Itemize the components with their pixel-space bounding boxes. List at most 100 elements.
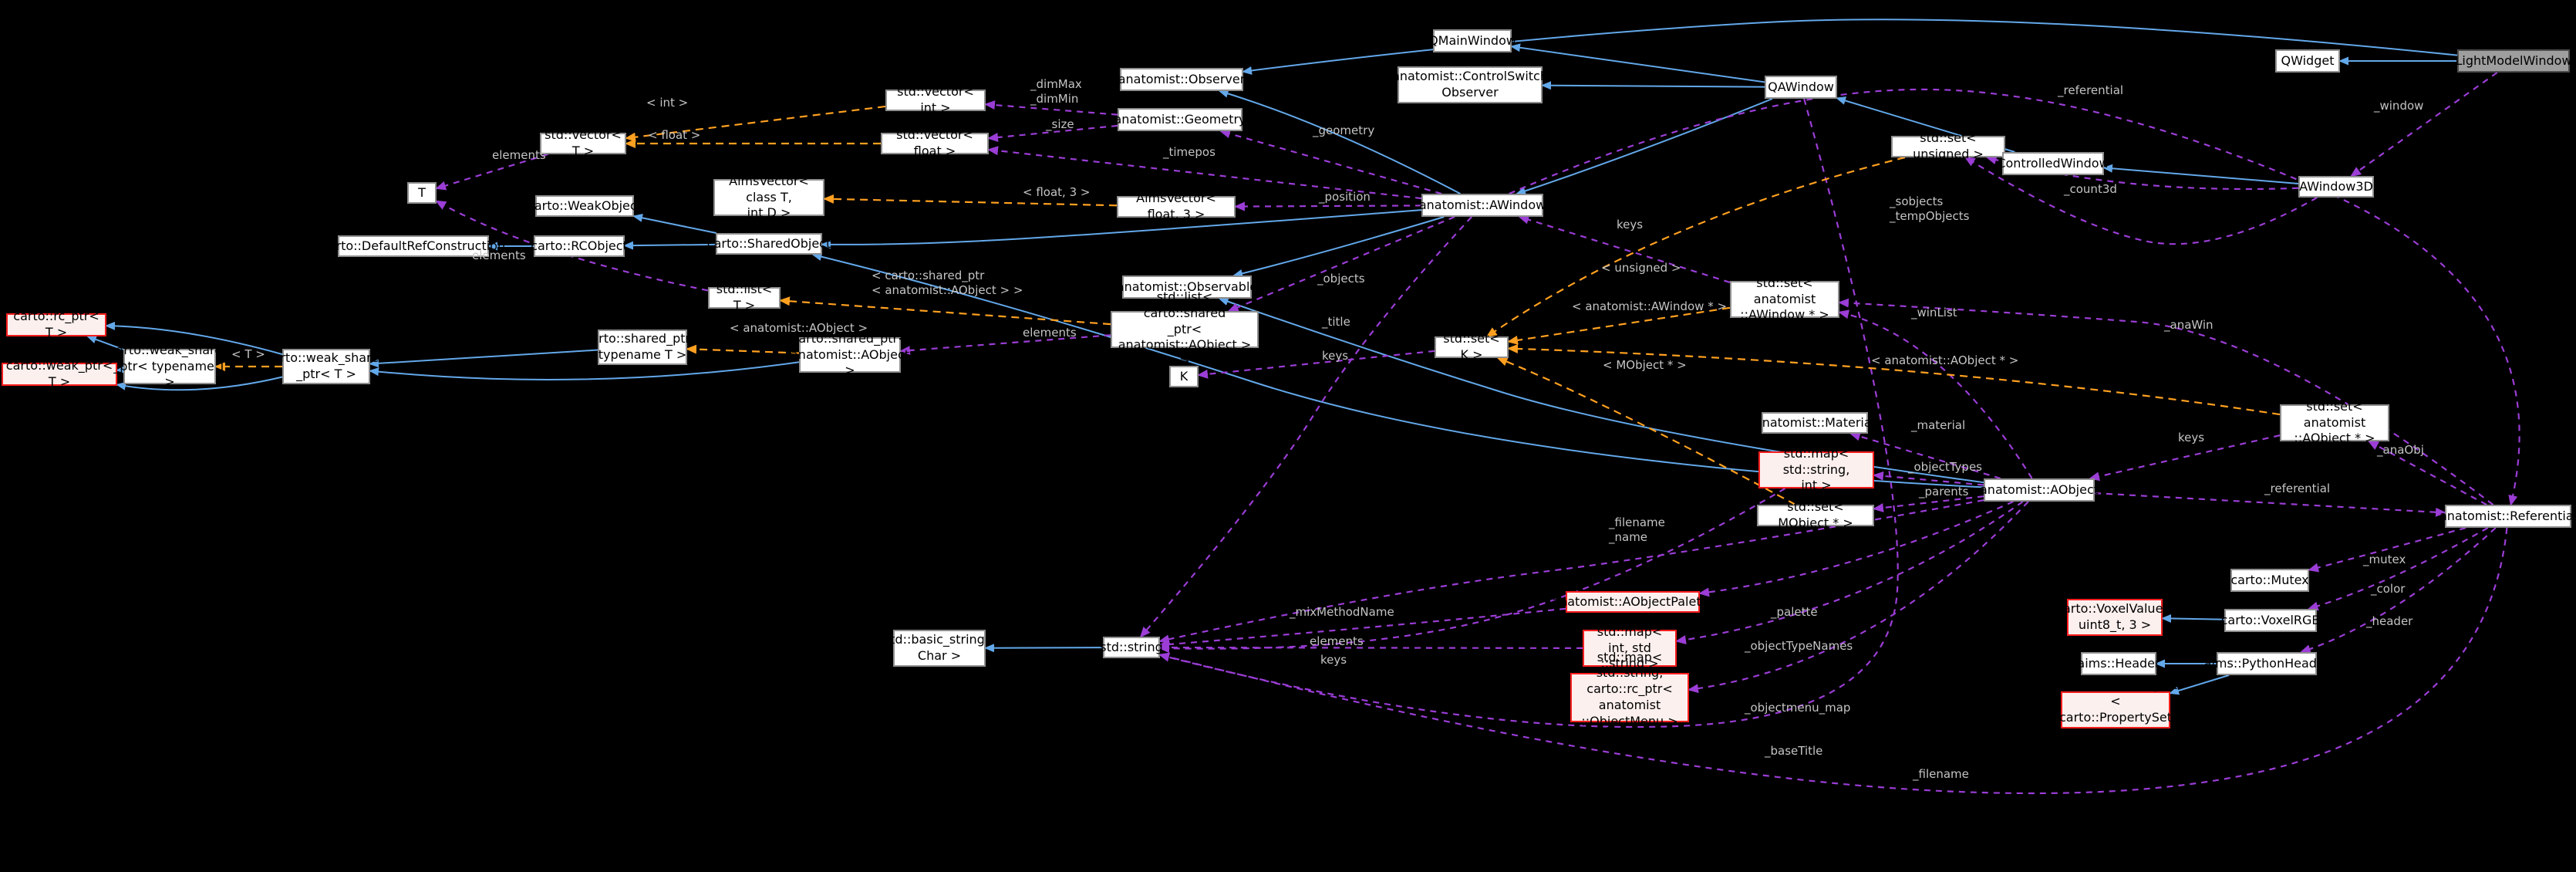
node-pythonheader[interactable]: aims::PythonHeader xyxy=(2204,652,2329,675)
node-observer[interactable]: anatomist::Observer xyxy=(1118,68,1245,91)
node-aw3d[interactable]: AWindow3D xyxy=(2298,176,2374,198)
node-palette[interactable]: anatomist::AObjectPalette xyxy=(1552,591,1714,613)
node-basicstring[interactable]: std::basic_string< Char > xyxy=(884,630,995,667)
node-cso[interactable]: anatomist::ControlSwitch Observer xyxy=(1392,66,1548,103)
node-voxelrgb[interactable]: carto::VoxelRGB xyxy=(2221,609,2320,632)
edge-aobject-string xyxy=(1158,499,1984,644)
edge-qawindow-string xyxy=(1158,98,1899,728)
edge-referential-setao xyxy=(2367,441,2487,505)
node-wspt[interactable]: carto::weak_shared _ptr< T > xyxy=(266,349,386,384)
edge-aimsv3-aimsvt xyxy=(823,194,1118,207)
edge-spa-spt xyxy=(686,344,800,354)
node-mapom[interactable]: std::map< std::string, carto::rc_ptr< an… xyxy=(1570,650,1689,745)
node-aimsvt[interactable]: AimsVector< class T, int D > xyxy=(713,174,824,220)
edge-aobject-referential xyxy=(2094,492,2446,517)
edge-qawindow-awindow xyxy=(1516,98,1773,195)
edge-setuns-setk xyxy=(1485,156,1906,338)
edge-qawindow-cso xyxy=(1541,81,1765,90)
node-pointerobject[interactable]: carto::PointerObject < carto::PropertySe… xyxy=(2053,678,2178,741)
edge-aw3d-setuns xyxy=(1985,155,2299,191)
node-setuns[interactable]: std::set< unsigned > xyxy=(1891,130,2005,161)
node-spt[interactable]: carto::shared_ptr< typename T > xyxy=(585,330,700,365)
node-string[interactable]: std::string xyxy=(1100,637,1163,658)
edge-wspt-weakptr xyxy=(116,376,283,391)
edge-spt-wspt xyxy=(369,349,598,368)
node-t[interactable]: T xyxy=(407,182,437,204)
edge-mapis-string xyxy=(1158,643,1583,653)
edge-listt-t xyxy=(435,200,709,292)
node-voxelvalue[interactable]: carto::VoxelValue< uint8_t, 3 > xyxy=(2056,599,2173,636)
edge-aw3d-setuns xyxy=(1964,156,2318,245)
edge-voxelrgb-voxelvalue xyxy=(2161,613,2225,623)
edge-pythonheader-pointerobject xyxy=(2169,674,2230,695)
edge-palette-string xyxy=(1158,607,1566,650)
edge-awindow-sharedobject xyxy=(821,209,1422,249)
edge-aobject-material xyxy=(1849,431,2001,480)
node-aimsv3[interactable]: AimsVector< float, 3 > xyxy=(1117,191,1236,221)
node-weakptr[interactable]: carto::weak_ptr< T > xyxy=(2,358,117,389)
node-rcobject[interactable]: carto::RCObject xyxy=(531,235,628,257)
node-listsp[interactable]: std::list< carto::shared _ptr< anatomist… xyxy=(1111,289,1259,368)
node-qawindow[interactable]: QAWindow xyxy=(1765,76,1837,99)
node-vfloat[interactable]: std::vector< float > xyxy=(881,127,989,158)
edge-awindow-aimsv3 xyxy=(1234,201,1422,211)
node-setaw[interactable]: std::set< anatomist ::AWindow * > xyxy=(1730,275,1839,322)
node-listt[interactable]: std::list< T > xyxy=(708,282,781,313)
edge-vint-vt xyxy=(625,105,886,142)
node-cw[interactable]: ControlledWindow xyxy=(1997,152,2109,175)
edge-wspt2-rcptr xyxy=(86,335,124,350)
edge-referential-setaw xyxy=(1838,298,2494,505)
edge-listsp-spa xyxy=(899,334,1111,356)
edge-spa-wspt xyxy=(369,361,800,380)
node-aobject[interactable]: anatomist::AObject xyxy=(1980,478,2099,502)
edge-sharedobject-weakobject xyxy=(632,213,716,234)
edge-aobject-setaw xyxy=(1838,309,2033,479)
node-setao[interactable]: std::set< anatomist ::AObject * > xyxy=(2280,399,2389,445)
edge-aw3d-cw xyxy=(2102,164,2299,184)
node-lmw[interactable]: LightModelWindow xyxy=(2455,49,2572,73)
node-vt[interactable]: std::vector< T > xyxy=(540,127,626,158)
node-wspt2[interactable]: carto::weak_shared _ptr< typename T > xyxy=(109,342,231,390)
node-spa[interactable]: carto::shared_ptr< anatomist::AObject > xyxy=(791,330,910,378)
edge-aobject-mapom xyxy=(1688,501,2029,694)
edge-mapsi-string xyxy=(1158,488,1786,654)
edge-referential-mutex xyxy=(2308,526,2466,573)
edge-setaw-setk xyxy=(1507,306,1731,345)
node-weakobject[interactable]: carto::WeakObject xyxy=(528,195,642,217)
edge-setao-aobject xyxy=(2089,434,2281,482)
node-mapsi[interactable]: std::map< std::string, int > xyxy=(1758,446,1874,492)
node-geometry[interactable]: anatomist::Geometry xyxy=(1114,108,1246,131)
node-material[interactable]: anatomist::Material xyxy=(1755,412,1875,434)
node-setk[interactable]: std::set< K > xyxy=(1435,331,1509,362)
node-setmo[interactable]: std::set< MObject * > xyxy=(1757,499,1874,530)
edge-awindow-string xyxy=(1139,216,1472,638)
edge-aobject-mapis xyxy=(1675,501,2024,645)
node-mapis[interactable]: std::map< int, std ::string > xyxy=(1583,624,1677,671)
node-vint[interactable]: std::vector< int > xyxy=(885,84,986,115)
edge-geometry-vint xyxy=(984,100,1118,116)
node-sharedobject[interactable]: carto::SharedObject xyxy=(707,233,831,255)
node-qmainwindow[interactable]: QMainWindow xyxy=(1428,29,1516,52)
node-aimsheader[interactable]: aims::Header xyxy=(2077,652,2160,675)
edge-setaw-awindow xyxy=(1518,215,1731,283)
node-mutex[interactable]: carto::Mutex xyxy=(2230,569,2309,592)
node-qwidget[interactable]: QWidget xyxy=(2275,49,2340,73)
edge-geometry-vfloat xyxy=(987,124,1118,142)
edge-awindow-geometry xyxy=(1219,129,1442,195)
node-observable[interactable]: anatomist::Observable xyxy=(1117,275,1257,299)
edge-lmw-aw3d xyxy=(2350,72,2498,177)
node-k[interactable]: K xyxy=(1169,366,1199,387)
edge-setmo-setk xyxy=(1496,357,1796,505)
node-referential[interactable]: anatomist::Referential xyxy=(2439,505,2576,528)
node-rcptr[interactable]: carto::rc_ptr< T > xyxy=(6,309,106,340)
edge-awindow-observable xyxy=(1232,216,1445,278)
node-awindow[interactable]: anatomist::AWindow xyxy=(1419,194,1546,217)
edge-referential-string xyxy=(1158,527,2508,795)
edge-wspt-rcptr xyxy=(105,321,283,356)
edge-awindow-observer xyxy=(1218,89,1461,194)
node-drc[interactable]: carto::DefaultRefConstruction xyxy=(322,235,505,257)
edge-setao-setk xyxy=(1507,343,2281,416)
edge-awindow-listsp xyxy=(1227,215,1455,313)
